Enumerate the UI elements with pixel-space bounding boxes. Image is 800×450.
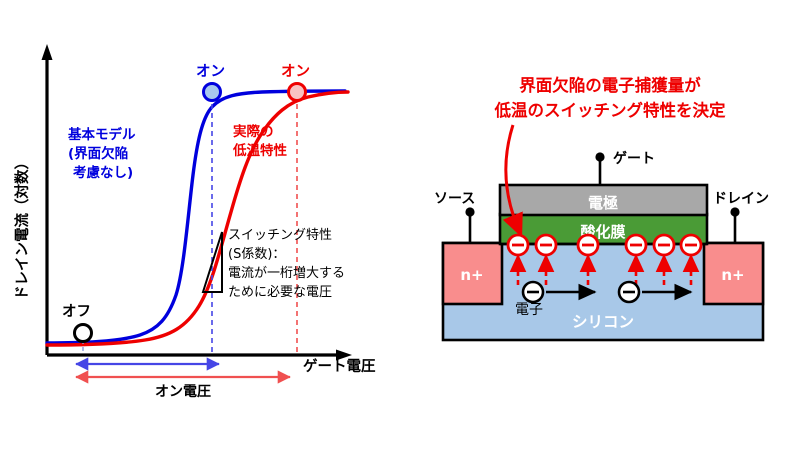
marker-off-label: オフ [62,303,91,320]
trapped-electron [624,233,648,257]
curve-basic-model [45,89,347,345]
gate-terminal-label: ゲート [613,150,655,167]
mobile-electron [617,280,641,304]
trapped-electron [576,233,600,257]
annotation-s-factor-line-3: 電流が一桁増大する [228,266,345,281]
marker-off [73,323,93,343]
capture-arrows [509,253,700,285]
layer-electrode [498,183,709,217]
annotation-low-temperature-line-1: 実際の [233,123,274,140]
device-headline-line-2: 低温のスイッチング特性を決定 [494,100,727,120]
annotation-basic-model-line-2: (界面欠陥 [68,145,128,162]
annotation-basic-model-line-1: 基本モデル [68,126,136,143]
mobile-electrons [521,280,693,304]
annotation-s-factor-line-1: スイッチング特性 [228,228,332,243]
mobile-electron-label: 電子 [515,302,543,318]
curve-low-temperature [45,90,350,347]
y-axis-label: ドレイン電流（対数） [13,155,31,300]
layer-electrode-label: 電極 [588,194,618,212]
region-source-n-plus-label: n+ [460,266,483,284]
y-axis [41,44,53,355]
region-source-n-plus [441,241,504,306]
drain-terminal-label: ドレイン [713,191,769,207]
source-terminal-label: ソース [434,191,475,207]
annotation-low-temperature: 実際の 低温特性 [232,123,287,159]
y-axis-arrowhead [41,44,53,60]
annotation-basic-model-line-3: 考慮なし) [73,164,133,181]
region-drain-n-plus [702,241,765,306]
trapped-electron [506,233,530,257]
trapped-electron [679,233,703,257]
annotation-s-factor-line-4: ために必要な電圧 [228,285,332,300]
s-factor-slope-triangle [201,231,223,293]
mobile-electron [521,280,545,304]
annotation-pointer-arrow [502,124,523,238]
trapped-electron [534,233,558,257]
marker-on-basic-label: オン [196,63,225,80]
marker-on-lowtemp [287,82,307,102]
device-panel: 界面欠陥の電子捕獲量が 低温のスイッチング特性を決定 ゲート ソース ドレイン [434,75,769,342]
annotation-s-factor: スイッチング特性 (S係数)： 電流が一桁増大する ために必要な電圧 [228,228,345,300]
chart-panel: ドレイン電流（対数） ゲート電圧 オフ オン [13,44,376,400]
trapped-electrons [506,233,703,257]
source-terminal-dot [465,207,475,217]
drain-terminal-dot [730,207,740,217]
marker-on-basic [202,82,222,102]
x-axis-label: ゲート電圧 [303,357,376,375]
gate-terminal [595,152,605,186]
layer-silicon-label: シリコン [572,313,634,331]
source-terminal [465,207,475,244]
region-drain-n-plus-label: n+ [721,266,744,284]
annotation-low-temperature-line-2: 低温特性 [232,142,287,159]
marker-on-lowtemp-label: オン [281,63,310,80]
drain-terminal [730,207,740,244]
x-axis-arrowhead [336,349,352,361]
annotation-basic-model: 基本モデル (界面欠陥 考慮なし) [68,126,136,181]
device-headline: 界面欠陥の電子捕獲量が 低温のスイッチング特性を決定 [494,75,727,120]
span-label-on-voltage: オン電圧 [155,383,211,400]
device-headline-line-1: 界面欠陥の電子捕獲量が [519,75,701,95]
trapped-electron [652,233,676,257]
gate-terminal-dot [595,152,605,162]
x-axis [47,349,352,361]
annotation-s-factor-line-2: (S係数)： [228,247,285,262]
